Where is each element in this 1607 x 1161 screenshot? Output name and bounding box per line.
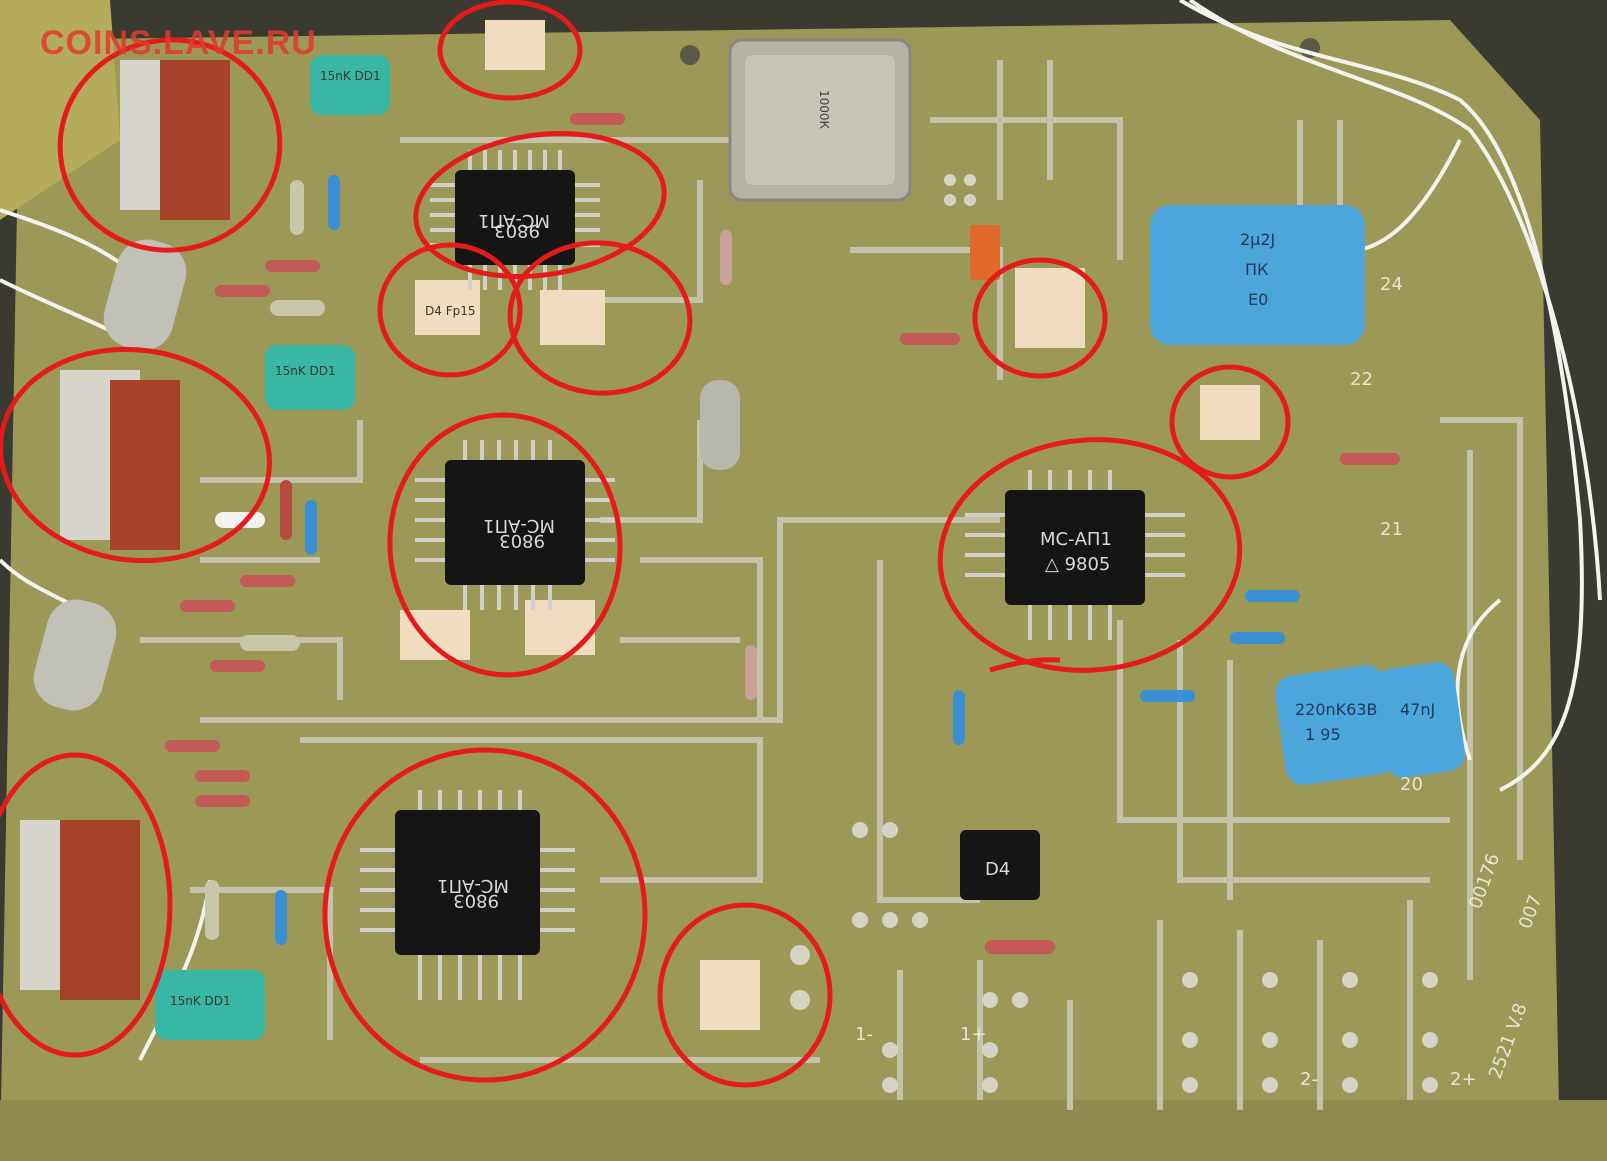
pcb-traces [140,60,1523,1110]
ic-top-label: МС-АП1 [478,210,550,231]
ic-bottom-label: МС-АП1 [437,875,509,896]
green-capacitors: 15nK DD1 15nK DD1 15nK DD1 [155,55,390,1040]
board-mark-22: 22 [1350,369,1373,390]
ic-middle-label: МС-АП1 [483,515,555,536]
green-cap-label-2: 15nK DD1 [275,364,336,378]
board-mark-1minus: 1- [855,1024,873,1045]
ic-middle: МС-АП1 9803 [415,440,615,610]
adjacent-board [0,0,120,220]
ic-right-label: МС-АП1 [1040,529,1112,550]
blue-cap-label-1: 2µ2J [1240,230,1275,249]
small-chip: D4 [960,830,1040,900]
orange-component [970,225,1000,280]
trimmer-resistors [20,60,230,1000]
ic-right-code: △ 9805 [1045,554,1110,575]
board-mark-20: 20 [1400,774,1423,795]
ic-bottom: МС-АП1 9803 [360,790,575,1000]
blue-small-cap-label-2: 1 95 [1305,725,1341,744]
resonator-label: 1000К [817,90,831,130]
board-mark-2plus: 2+ [1450,1069,1477,1090]
board-mark-21: 21 [1380,519,1403,540]
ic-right: МС-АП1 △ 9805 [965,470,1185,640]
ic-bottom-code: 9803 [453,890,499,911]
board-mark-2minus: 2- [1300,1069,1318,1090]
green-cap-label-3: 15nK DD1 [170,994,231,1008]
ic-middle-code: 9803 [499,530,545,551]
watermark-text: COINS.LAVE.RU [40,24,317,62]
board-mark-1plus: 1+ [960,1024,987,1045]
ceramic-cap-label: D4 Fp15 [425,304,475,318]
blue-cap-label-2: ПК [1245,260,1269,279]
ic-top-code: 9803 [494,220,540,241]
ic-top: МС-АП1 9803 [430,150,600,290]
small-chip-label: D4 [985,859,1010,880]
electrolytic-capacitors [33,239,740,711]
crystal-resonator: 1000К [728,38,912,202]
blue-capacitors: 2µ2J ПК E0 220nK63B 1 95 47nJ [1150,205,1465,785]
via-holes [680,38,1438,1093]
red-circle-markings [0,0,1291,1088]
board-mark-24: 24 [1380,274,1403,295]
blue-small-cap-label-1: 220nK63B [1295,700,1378,719]
blue-small-cap-label-3: 47nJ [1400,700,1435,719]
blue-cap-label-3: E0 [1248,290,1268,309]
resistors [165,113,1400,954]
green-cap-label-1: 15nK DD1 [320,69,381,83]
